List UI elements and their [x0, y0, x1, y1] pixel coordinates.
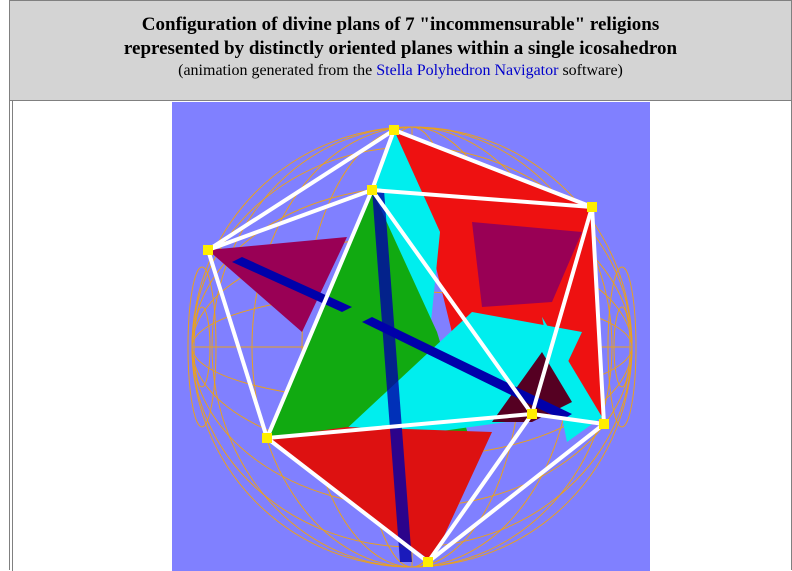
figure-header: Configuration of divine plans of 7 "inco…	[10, 1, 791, 101]
stella-software-link[interactable]: Stella Polyhedron Navigator	[376, 62, 558, 79]
caption-suffix: software)	[558, 62, 622, 79]
title-line-1: Configuration of divine plans of 7 "inco…	[10, 13, 791, 37]
table-divider	[12, 101, 13, 571]
icosahedron-animation	[172, 102, 650, 571]
figure-title: Configuration of divine plans of 7 "inco…	[10, 13, 791, 61]
figure-caption: (animation generated from the Stella Pol…	[10, 61, 791, 81]
plane-red-bottom	[267, 427, 492, 562]
caption-prefix: (animation generated from the	[178, 62, 376, 79]
title-line-2: represented by distinctly oriented plane…	[10, 37, 791, 61]
figure-frame: Configuration of divine plans of 7 "inco…	[9, 0, 792, 570]
icosahedron-svg	[172, 102, 650, 571]
